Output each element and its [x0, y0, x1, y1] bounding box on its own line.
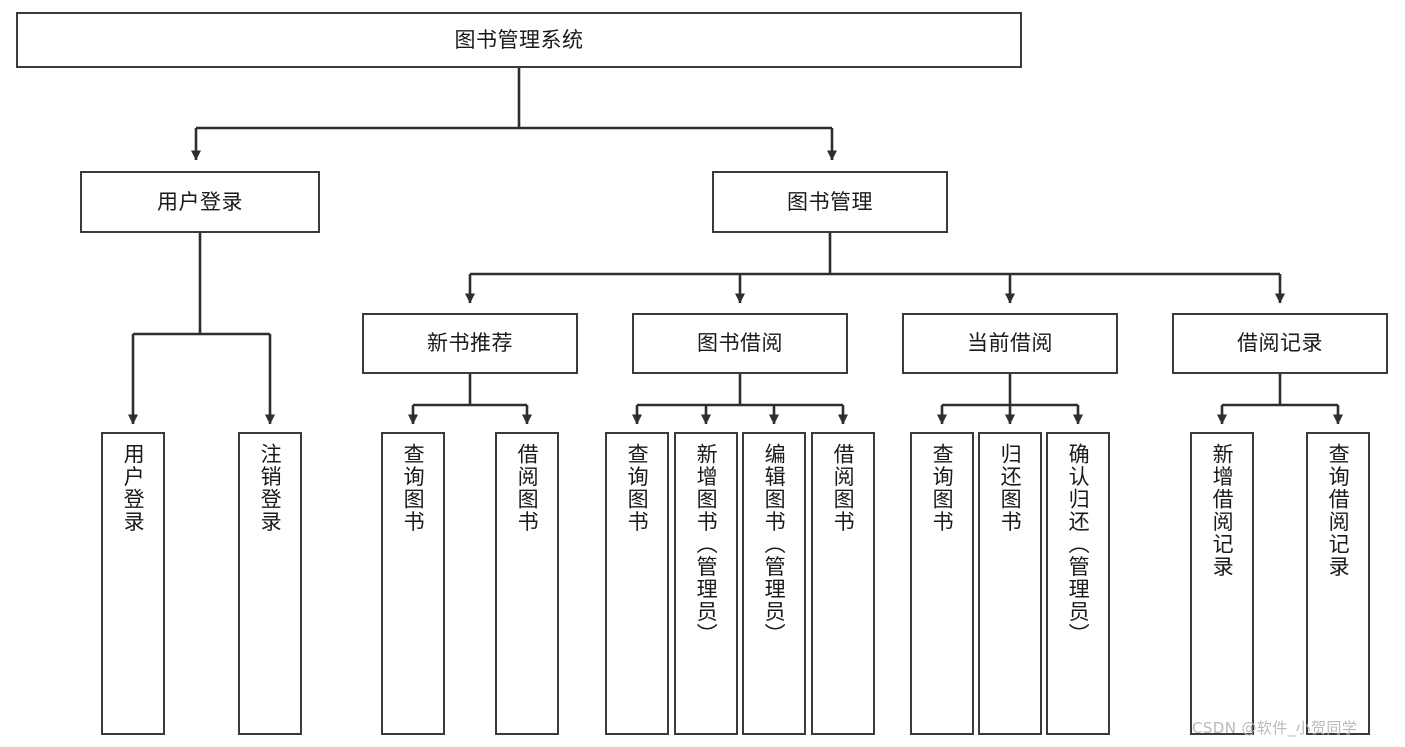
- node-leaf-confirm-return[interactable]: 确认归还（管理员）: [1046, 432, 1110, 735]
- csdn-watermark: CSDN @软件_小贺同学: [1192, 719, 1358, 737]
- node-label: 确认归还（管理员）: [1066, 443, 1091, 646]
- node-leaf-query-record[interactable]: 查询借阅记录: [1306, 432, 1370, 735]
- node-leaf-add-record[interactable]: 新增借阅记录: [1190, 432, 1254, 735]
- node-leaf-query-book-2[interactable]: 查询图书: [605, 432, 669, 735]
- node-leaf-add-book[interactable]: 新增图书（管理员）: [674, 432, 738, 735]
- node-user-login[interactable]: 用户登录: [80, 171, 320, 233]
- node-label: 注销登录: [258, 443, 283, 533]
- node-label: 查询借阅记录: [1326, 443, 1351, 578]
- node-current-borrow[interactable]: 当前借阅: [902, 313, 1118, 374]
- node-book-borrow[interactable]: 图书借阅: [632, 313, 848, 374]
- node-book-management-system[interactable]: 图书管理系统: [16, 12, 1022, 68]
- node-borrow-record[interactable]: 借阅记录: [1172, 313, 1388, 374]
- node-book-management[interactable]: 图书管理: [712, 171, 948, 233]
- node-label: 借阅记录: [1237, 331, 1323, 356]
- node-leaf-edit-book[interactable]: 编辑图书（管理员）: [742, 432, 806, 735]
- node-label: 新增借阅记录: [1210, 443, 1235, 578]
- node-leaf-user-login[interactable]: 用户登录: [101, 432, 165, 735]
- node-label: 查询图书: [625, 443, 650, 533]
- node-label: 用户登录: [157, 189, 243, 214]
- node-new-book-recommend[interactable]: 新书推荐: [362, 313, 578, 374]
- node-label: 编辑图书（管理员）: [762, 443, 787, 646]
- node-label: 新增图书（管理员）: [694, 443, 719, 646]
- node-leaf-query-book-1[interactable]: 查询图书: [381, 432, 445, 735]
- node-label: 图书借阅: [697, 331, 783, 356]
- node-leaf-return-book[interactable]: 归还图书: [978, 432, 1042, 735]
- node-label: 借阅图书: [831, 443, 856, 533]
- node-leaf-borrow-book-2[interactable]: 借阅图书: [811, 432, 875, 735]
- node-label: 查询图书: [401, 443, 426, 533]
- node-label: 当前借阅: [967, 331, 1053, 356]
- node-label: 用户登录: [121, 443, 146, 533]
- node-leaf-query-book-3[interactable]: 查询图书: [910, 432, 974, 735]
- node-label: 查询图书: [930, 443, 955, 533]
- node-label: 借阅图书: [515, 443, 540, 533]
- node-leaf-borrow-book-1[interactable]: 借阅图书: [495, 432, 559, 735]
- node-label: 新书推荐: [427, 331, 513, 356]
- node-leaf-logout[interactable]: 注销登录: [238, 432, 302, 735]
- node-label: 归还图书: [998, 443, 1023, 533]
- node-label: 图书管理系统: [454, 27, 584, 52]
- node-label: 图书管理: [787, 189, 873, 214]
